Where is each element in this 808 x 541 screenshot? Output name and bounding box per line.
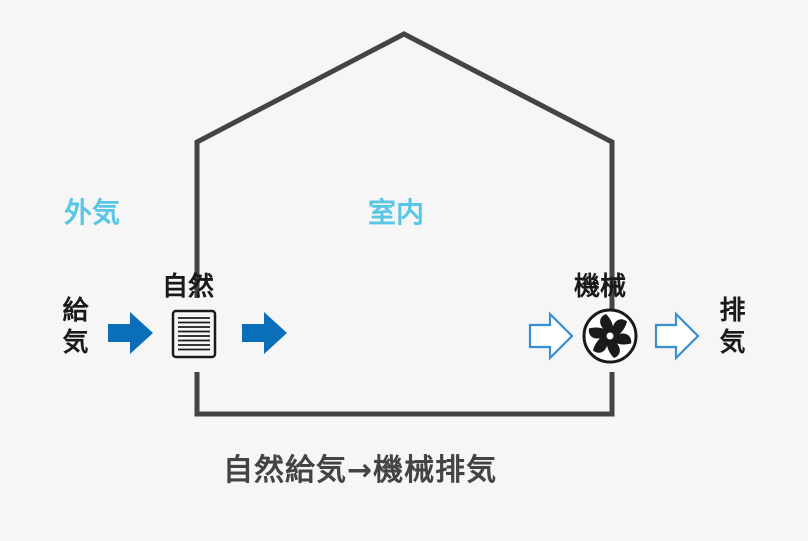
outside-label: 外気 <box>64 196 121 229</box>
inside-label: 室内 <box>368 196 425 229</box>
exhaust-arrow-outside <box>654 311 700 361</box>
exhaust-fan-icon <box>582 308 638 364</box>
exhaust-label: 排気 <box>715 296 745 360</box>
supply-arrow-inside <box>242 312 287 354</box>
supply-arrow-outside <box>108 312 153 354</box>
house-outline-upper <box>194 31 615 310</box>
diagram-caption: 自然給気→機械排気 <box>223 453 498 488</box>
exhaust-arrow-inside <box>528 311 574 361</box>
mechanical-label: 機械 <box>574 272 627 302</box>
house-outline-lower <box>194 372 615 417</box>
louver-vent-icon <box>171 309 217 359</box>
supply-label: 給気 <box>58 296 88 360</box>
natural-label: 自然 <box>162 272 215 302</box>
